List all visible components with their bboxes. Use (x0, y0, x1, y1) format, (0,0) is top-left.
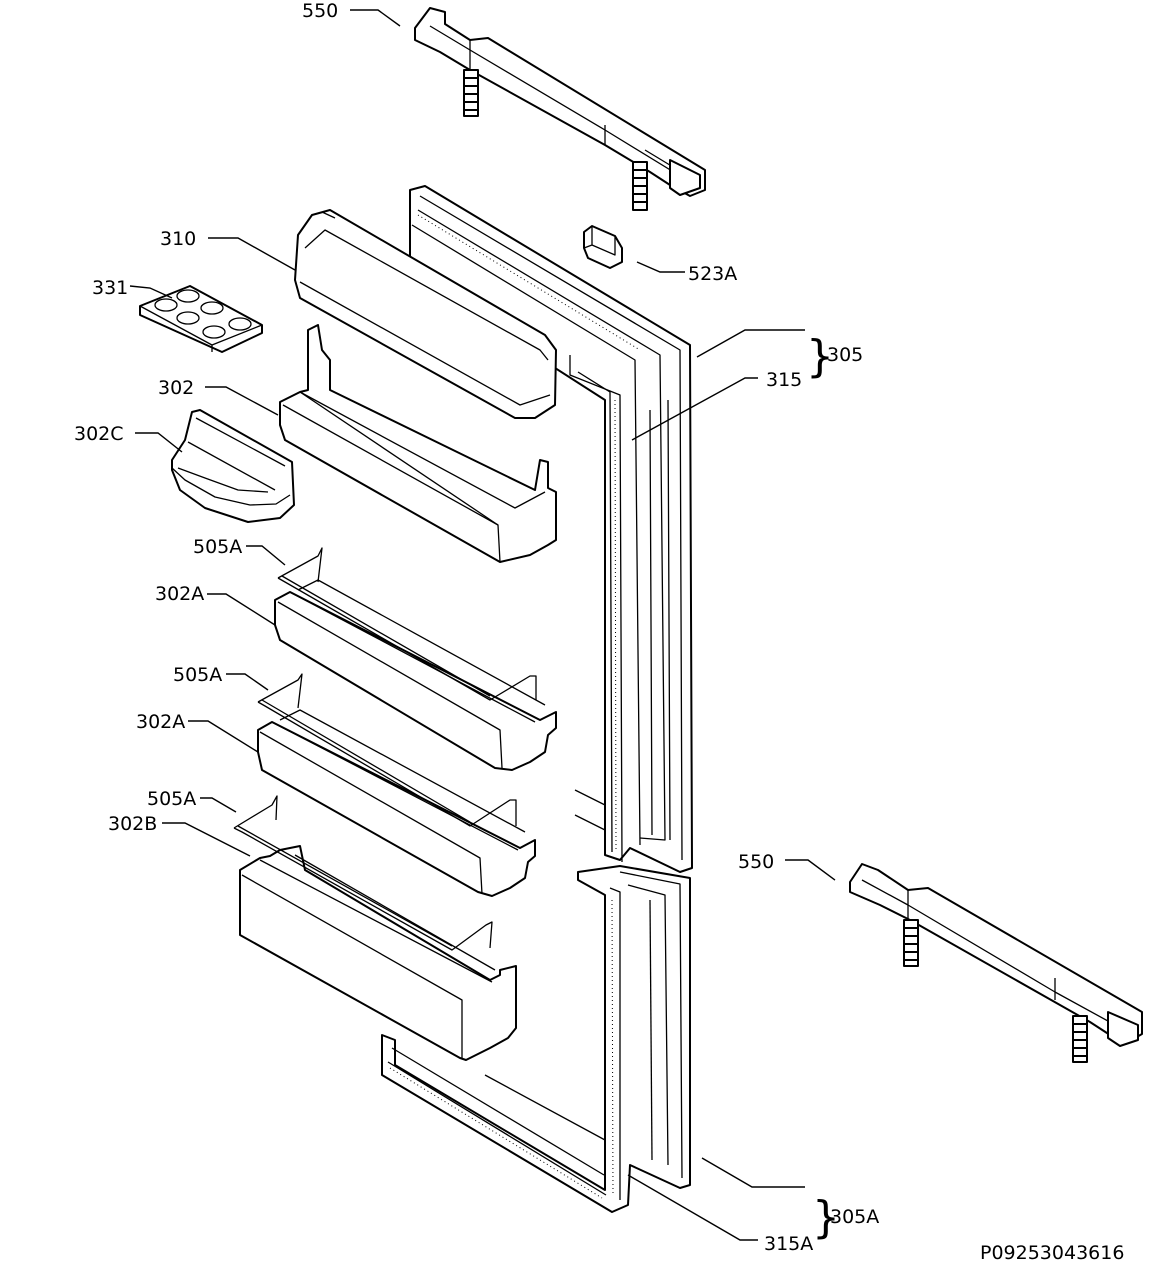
lower-door-frame (381, 865, 691, 1213)
label-305: 305 (827, 344, 863, 366)
brace-305a: } (812, 1192, 840, 1243)
hinge-cover-top (414, 7, 706, 211)
part-labels: 550 310 331 302 302C 505A 302A 505A 302A… (74, 0, 1124, 1264)
label-310: 310 (160, 228, 196, 250)
document-code: P09253043616 (980, 1242, 1124, 1264)
hinge-cover-bottom (849, 863, 1143, 1063)
label-315: 315 (766, 369, 802, 391)
label-505a-2: 505A (173, 664, 222, 686)
door-shelf-302a-lower (257, 709, 536, 897)
label-302a-2: 302A (136, 711, 185, 733)
upper-door-frame (409, 185, 693, 873)
hinge-screw-bottom-left (903, 919, 919, 967)
door-shelf-302a-upper (274, 579, 557, 771)
label-550-bottom: 550 (738, 851, 774, 873)
hinge-screw-top-right (632, 161, 648, 211)
bottle-retainer-505a-lower (233, 795, 493, 951)
egg-tray (139, 285, 263, 353)
label-302b: 302B (108, 813, 157, 835)
label-302c: 302C (74, 423, 124, 445)
leader-lines (129, 9, 836, 1241)
label-505a-1: 505A (193, 536, 242, 558)
door-shelf-302 (279, 324, 557, 563)
label-550-top: 550 (302, 0, 338, 22)
label-302: 302 (158, 377, 194, 399)
brace-305: } (806, 331, 834, 382)
label-331: 331 (92, 277, 128, 299)
label-305a: 305A (830, 1206, 879, 1228)
hinge-screw-bottom-right (1072, 1015, 1088, 1063)
label-523a: 523A (688, 263, 737, 285)
door-clip (583, 225, 623, 269)
hinge-screw-top-left (463, 69, 479, 117)
bottle-retainer-505a-middle (257, 673, 517, 827)
label-315a: 315A (764, 1233, 813, 1255)
small-bin-302c (171, 409, 295, 523)
label-302a-1: 302A (155, 583, 204, 605)
bottle-retainer-505a-upper (277, 547, 537, 701)
butter-compartment-lid (294, 209, 557, 419)
label-505a-3: 505A (147, 788, 196, 810)
bottle-shelf-302b (239, 845, 517, 1061)
